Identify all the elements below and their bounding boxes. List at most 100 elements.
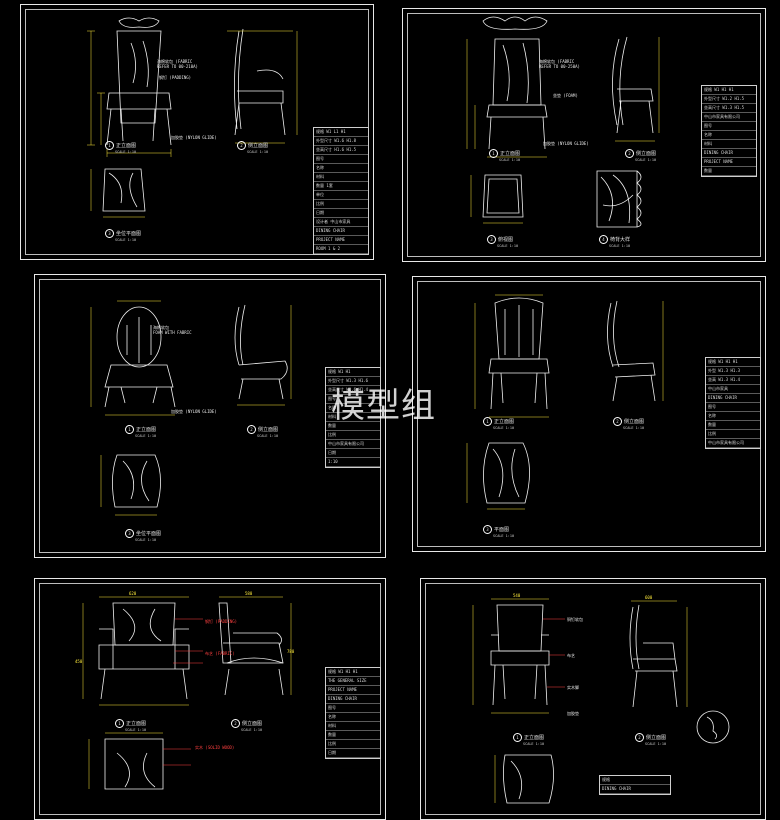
dimension-value: 580 [245, 591, 253, 596]
chair-side-elevation-4 [607, 300, 664, 402]
chair-front-elevation-3 [90, 300, 176, 416]
armchair-front-elevation-5 [82, 596, 203, 706]
title-block-row: 日期 [326, 449, 380, 458]
title-block-row: 名称 [326, 404, 380, 413]
armchair-plan-view-5 [88, 732, 191, 790]
title-block-row: 比例 [314, 200, 368, 209]
material-callout: 钢钉 (PADDING) [159, 75, 192, 80]
title-block-row: DINING CHAIR [600, 785, 670, 794]
title-block-row: 规格 [600, 776, 670, 785]
title-block-row: 数量 [326, 731, 380, 740]
title-block-row: DINING CHAIR [314, 227, 368, 236]
chair-side-elevation-3 [234, 304, 292, 406]
title-block-row: PROJECT NAME [314, 236, 368, 245]
material-callout: 加胶垫 (NYLON GLIDE) [543, 141, 589, 146]
title-block-row: 名称 [314, 164, 368, 173]
chair-seat-plan-3 [100, 454, 161, 516]
armchair-side-elevation-6 [629, 600, 688, 708]
title-block-row: 比例 [326, 740, 380, 749]
material-callout: 加胶垫 [567, 711, 579, 716]
title-block-row: PROJECT NAME [702, 158, 756, 167]
material-callout: 加胶垫 (NYLON GLIDE) [171, 409, 217, 414]
chair-back-detail-2 [596, 170, 642, 228]
title-block-row: 名称 [326, 713, 380, 722]
title-block-row: 名称 [702, 131, 756, 140]
title-block-row: ROOM 1 & 2 [314, 245, 368, 254]
title-block-row: DINING CHAIR [702, 149, 756, 158]
dimension-value: 620 [129, 591, 137, 596]
title-block-row: 外型尺寸 W1.6 H1.8 [314, 137, 368, 146]
title-block-row: 图号 [706, 403, 760, 412]
material-callout: 铜钉软包 [567, 617, 583, 622]
armchair-plan-view-6 [494, 754, 554, 804]
title-block: 规格 W1 H1 H1 外型尺寸 W1.2 H1.5 坐高尺寸 W1.3 H1.… [701, 85, 757, 177]
title-block: 规格 W1 H1 H1 THE GENERAL SIZE PROJECT NAM… [325, 667, 381, 759]
chair-plan-view-4 [466, 442, 530, 510]
drawing-sheet-5: 620 580 450 780 钢钉 (PADDING) 布艺 (FABRIC)… [34, 578, 386, 820]
material-callout: 加胶垫 (NYLON GLIDE) [171, 135, 217, 140]
title-block-row: 数量 [702, 167, 756, 176]
chair-side-elevation-2 [612, 36, 660, 142]
title-block-row: 规格 W1 H1 H1 [326, 668, 380, 677]
title-block-row: 中山市家具有限公司 [702, 113, 756, 122]
title-block-row: 日期 [314, 209, 368, 218]
title-block-row: 日期 [326, 749, 380, 758]
title-block-row: THE GENERAL SIZE [326, 677, 380, 686]
chair-front-elevation-1 [87, 17, 172, 157]
title-block: 规格 W1 H1 H1 外型 W1.3 H1.3 坐高 W1.3 H1.4 中山… [705, 357, 761, 449]
title-block-row: DINING CHAIR [706, 394, 760, 403]
watermark: 模型组 [331, 386, 436, 426]
sheet-inner-border [407, 13, 761, 257]
material-callout: 实木脚 [567, 685, 579, 690]
title-block-row: 中山市家具有限公司 [326, 440, 380, 449]
title-block-row: 规格 W1 H1 H1 [702, 86, 756, 95]
material-callout: 布艺 [567, 653, 575, 658]
title-block-row: 1:10 [326, 458, 380, 467]
chair-plan-view-2 [470, 174, 524, 224]
dimension-value: 780 [287, 649, 295, 654]
title-block-row: 规格 W1 H1 [326, 368, 380, 377]
title-block-row: 外型尺寸 W1.3 H1.6 [326, 377, 380, 386]
title-block-row: 外型尺寸 W1.2 H1.5 [702, 95, 756, 104]
title-block-row: 中山市家具有限公司 [706, 439, 760, 448]
title-block: 规格 DINING CHAIR [599, 775, 671, 795]
material-callout: 布艺 (FABRIC) [205, 651, 235, 656]
title-block: 规格 W1 L1 H1 外型尺寸 W1.6 H1.8 坐高尺寸 H1.6 H1.… [313, 127, 369, 255]
title-block-row: 数量 1套 [314, 182, 368, 191]
title-block-row: 数量 [326, 422, 380, 431]
title-block-row: 名称 [706, 412, 760, 421]
chair-front-elevation-4 [474, 294, 550, 418]
dimension-value: 450 [75, 659, 83, 664]
title-block-row: 坐高 W1.3 H1.4 [706, 376, 760, 385]
title-block-row: 比例 [326, 431, 380, 440]
title-block-row: 坐高尺寸 H1.6 H1.5 [314, 146, 368, 155]
title-block-row: 规格 W1 H1 H1 [706, 358, 760, 367]
armchair-side-elevation-5 [218, 596, 292, 696]
title-block-row: 图号 [314, 155, 368, 164]
title-block-row: 材料 [314, 173, 368, 182]
material-callout: 坐垫 (FOAM) [553, 93, 578, 98]
title-block-row: 材料 [326, 413, 380, 422]
dimension-value: 600 [645, 595, 653, 600]
